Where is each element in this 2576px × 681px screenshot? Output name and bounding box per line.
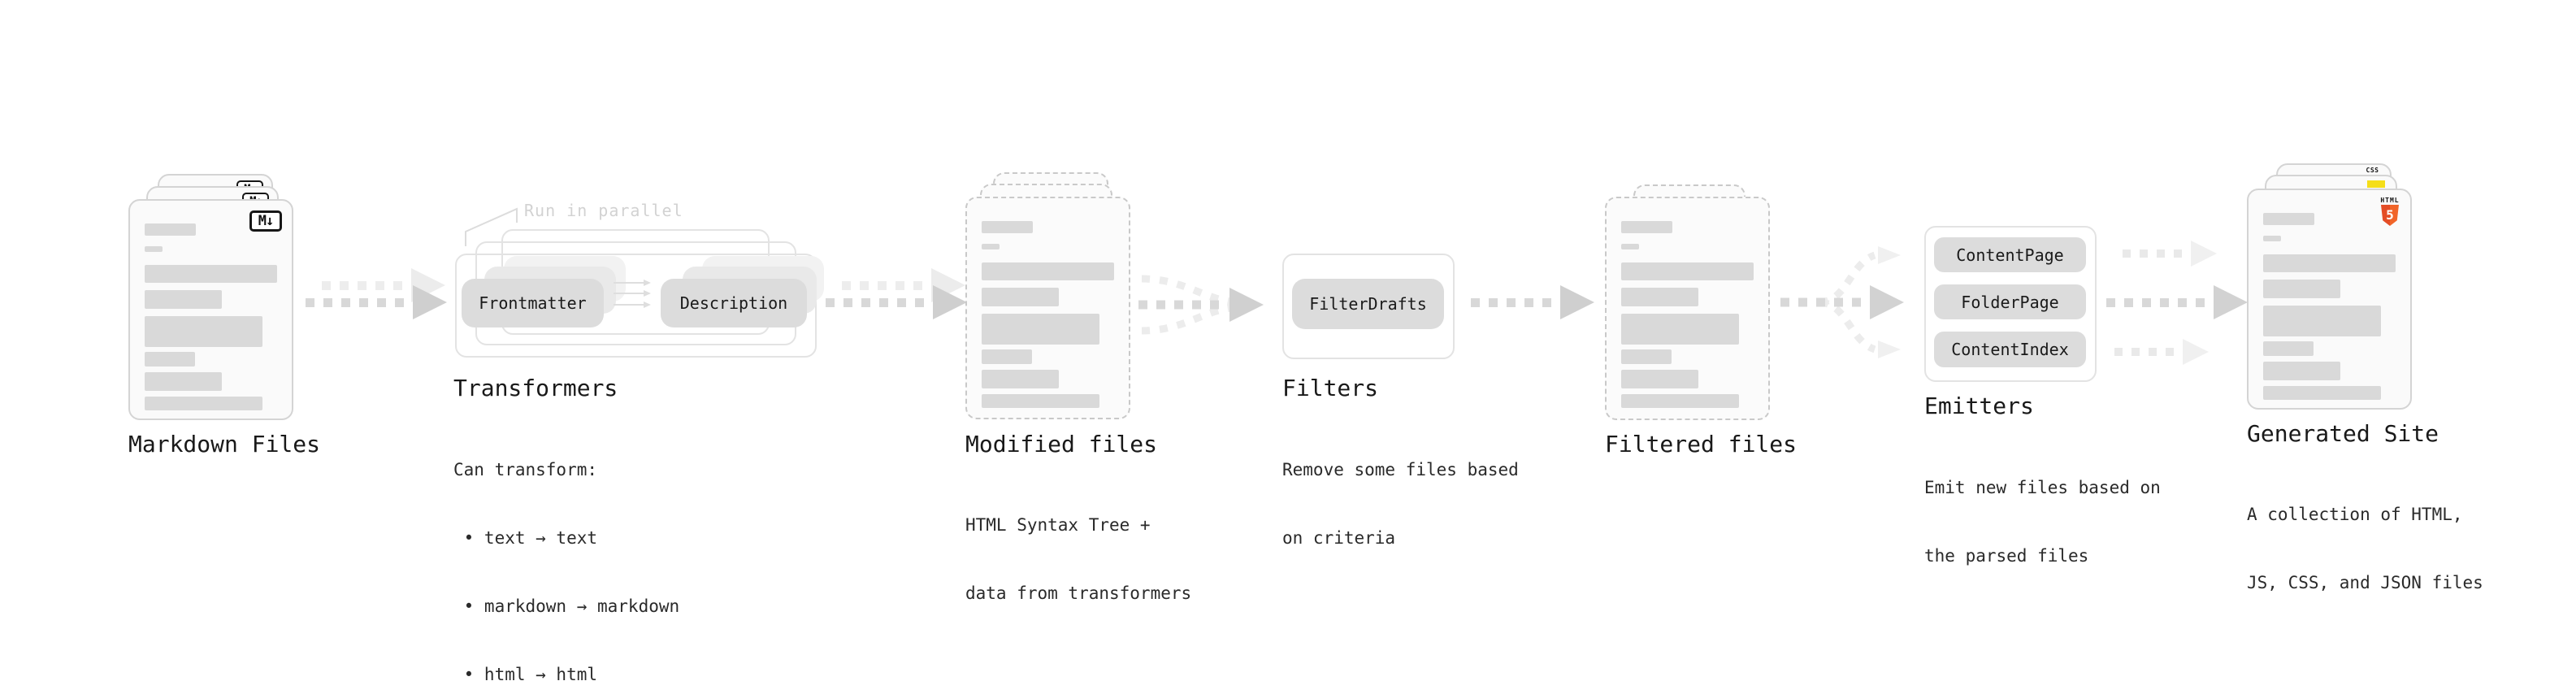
- filters-box: [1282, 254, 1455, 359]
- caption-line: A collection of HTML,: [2247, 505, 2463, 524]
- parallel-arrow-icon: [614, 290, 651, 297]
- flow-arrow: [306, 285, 447, 319]
- filtered-file-card: [1605, 197, 1770, 420]
- caption-line: • html → html: [453, 665, 598, 681]
- flow-arrow-light: [2123, 241, 2217, 267]
- doc-placeholder-lines: [982, 221, 1114, 408]
- markdown-icon: M↓: [249, 210, 282, 232]
- caption-line: data from transformers: [965, 583, 1192, 603]
- html5-icon-number: 5: [2386, 207, 2394, 223]
- merge-arrow: [1138, 275, 1264, 335]
- doc-placeholder-lines: [145, 223, 277, 410]
- caption-line: JS, CSS, and JSON files: [2247, 573, 2483, 592]
- filters-caption: Remove some files based on criteria: [1282, 413, 1519, 595]
- filterdrafts-node: FilterDrafts: [1292, 279, 1444, 329]
- generated-file-card: HTML 5: [2247, 189, 2412, 410]
- generated-site-label: Generated Site: [2247, 420, 2439, 447]
- doc-placeholder-lines: [2263, 213, 2396, 400]
- flow-arrow: [1471, 285, 1594, 319]
- markdown-file-card: M↓: [128, 199, 293, 420]
- caption-line: on criteria: [1282, 528, 1396, 548]
- caption-line: • text → text: [453, 528, 598, 548]
- parallel-arrow-icon: [614, 280, 651, 286]
- javascript-icon: [2367, 180, 2385, 188]
- contentindex-node: ContentIndex: [1934, 332, 2086, 367]
- emitters-box: [1924, 226, 2097, 382]
- html5-icon: HTML 5: [2380, 197, 2400, 226]
- folderpage-node: FolderPage: [1934, 284, 2086, 319]
- html5-icon-shield: 5: [2381, 205, 2399, 226]
- filtered-files-label: Filtered files: [1605, 431, 1798, 458]
- doc-placeholder-lines: [1621, 221, 1754, 408]
- flow-arrow: [2106, 285, 2248, 319]
- description-node: Description: [661, 279, 807, 327]
- flow-arrow-light: [2114, 339, 2209, 365]
- markdown-files-label: Markdown Files: [128, 431, 321, 458]
- emitters-label: Emitters: [1924, 393, 2034, 419]
- frontmatter-node: Frontmatter: [462, 279, 604, 327]
- annotation-leader-line: [465, 207, 518, 246]
- css-icon-label: CSS: [2366, 167, 2379, 174]
- filters-label: Filters: [1282, 375, 1379, 401]
- caption-line: Remove some files based: [1282, 460, 1519, 479]
- generated-site-caption: A collection of HTML, JS, CSS, and JSON …: [2247, 458, 2483, 640]
- flow-arrow: [826, 285, 967, 319]
- transformers-caption: Can transform: • text → text • markdown …: [453, 413, 679, 681]
- caption-line: Emit new files based on: [1924, 478, 2161, 497]
- contentpage-node: ContentPage: [1934, 237, 2086, 272]
- modified-file-card: [965, 197, 1130, 419]
- transformers-label: Transformers: [453, 375, 618, 401]
- modified-files-label: Modified files: [965, 431, 1158, 458]
- caption-line: Can transform:: [453, 460, 598, 479]
- html5-icon-label: HTML: [2380, 197, 2400, 204]
- modified-files-caption: HTML Syntax Tree + data from transformer…: [965, 468, 1191, 650]
- caption-line: • markdown → markdown: [453, 596, 680, 616]
- caption-line: the parsed files: [1924, 546, 2089, 566]
- parallel-arrow-icon: [614, 301, 651, 308]
- transformers-box: [455, 254, 817, 358]
- run-in-parallel-annotation: Run in parallel: [524, 201, 683, 220]
- fork-arrow: [1780, 246, 1904, 358]
- caption-line: HTML Syntax Tree +: [965, 515, 1151, 535]
- emitters-caption: Emit new files based on the parsed files: [1924, 431, 2161, 613]
